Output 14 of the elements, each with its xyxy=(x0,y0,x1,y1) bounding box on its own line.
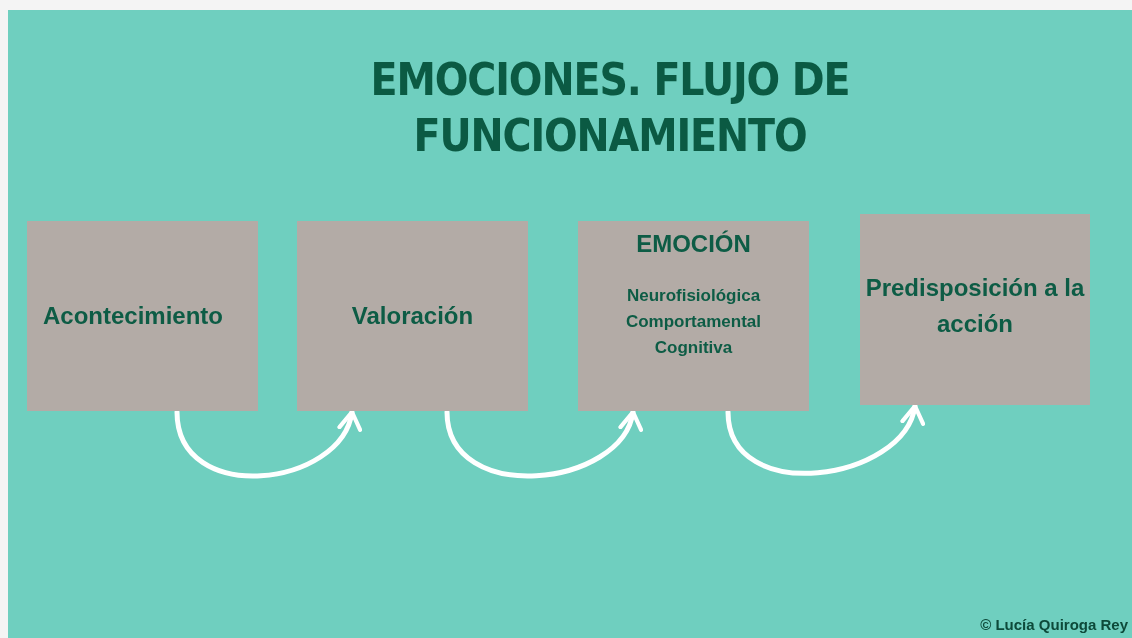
process-box xyxy=(297,221,528,411)
copyright-note: © Lucía Quiroga Rey xyxy=(980,614,1128,635)
box-heading: Valoración xyxy=(351,301,474,331)
process-box xyxy=(578,221,809,411)
process-box xyxy=(27,221,258,411)
curved-arrow xyxy=(444,409,640,479)
curved-arrow xyxy=(174,409,359,479)
curved-arrow xyxy=(725,403,922,476)
title: EMOCIONES. FLUJO DE FUNCIONAMIENTO xyxy=(369,53,851,163)
box-text: Neurofisiológica Comportamental Cognitiva xyxy=(624,285,763,359)
process-box xyxy=(860,214,1090,405)
box-heading: Acontecimiento xyxy=(43,301,224,331)
box-heading: Predisposición a la acción xyxy=(865,273,1085,339)
box-heading: EMOCIÓN xyxy=(636,229,751,259)
